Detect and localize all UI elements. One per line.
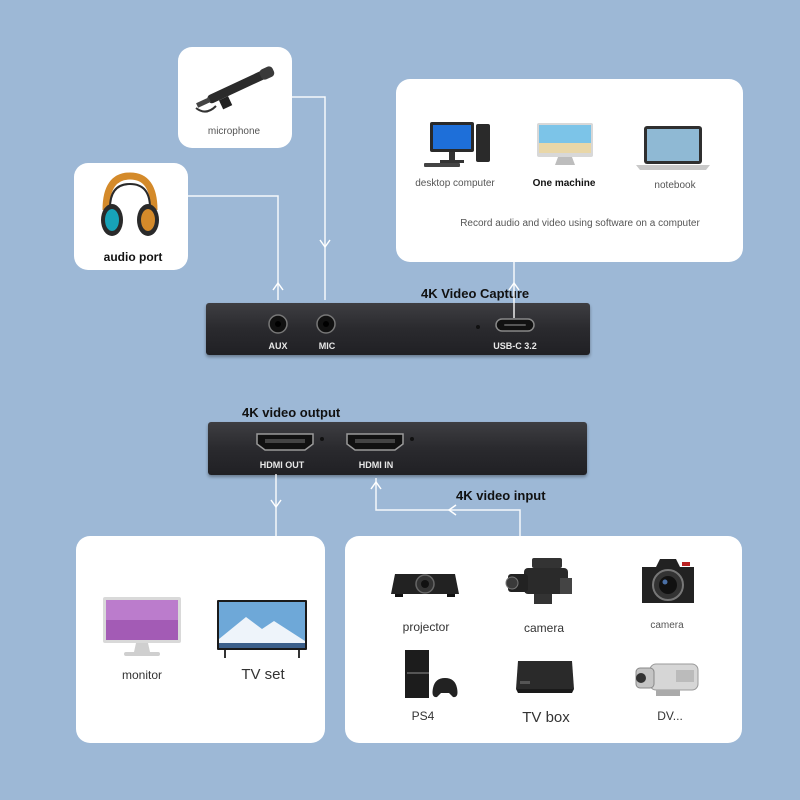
- video-camera-label: camera: [523, 621, 565, 635]
- ps4-label: PS4: [411, 709, 435, 723]
- desktop-computer-icon: [424, 122, 490, 167]
- audio-port-label: audio port: [103, 250, 163, 264]
- tv-box-label: TV box: [522, 709, 570, 726]
- monitor-label: monitor: [121, 668, 163, 682]
- hdmi-out-arrow: [270, 499, 282, 509]
- video-camera-icon: [505, 558, 572, 604]
- headphones-icon: [101, 172, 159, 236]
- mic-arrow: [319, 239, 331, 249]
- microphone-icon: [195, 66, 275, 113]
- mic-port-icon: [316, 314, 336, 334]
- desktop-computer-label: desktop computer: [415, 178, 495, 189]
- computer-card: [396, 79, 743, 262]
- hdmi-in-arrow: [370, 480, 382, 490]
- microphone-card: [178, 47, 292, 148]
- tv-box-icon: [516, 661, 574, 693]
- dslr-camera-icon: [642, 559, 694, 603]
- dv-label: DV...: [657, 709, 683, 723]
- input-arrow: [447, 504, 457, 516]
- dslr-camera-label: camera: [650, 620, 684, 631]
- usb-c-port-label: USB-C 3.2: [493, 341, 537, 351]
- audio-port-card: [74, 163, 188, 270]
- monitor-icon: [103, 597, 181, 656]
- notebook-icon: [636, 126, 710, 170]
- projector-icon: [391, 574, 459, 597]
- hdmi-in-port-icon: [346, 433, 404, 451]
- status-led: [476, 325, 480, 329]
- camcorder-icon: [635, 663, 699, 696]
- one-machine-label: One machine: [532, 178, 596, 189]
- output-title: 4K video output: [242, 405, 341, 420]
- notebook-label: notebook: [654, 180, 696, 191]
- hdmi-out-port-icon: [256, 433, 314, 451]
- hdmi-in-led: [410, 437, 414, 441]
- all-in-one-computer-icon: [537, 123, 593, 165]
- tv-set-label: TV set: [241, 666, 285, 683]
- usb-c-port-icon: [495, 318, 535, 332]
- hdmi-out-port-label: HDMI OUT: [259, 460, 305, 470]
- capture-title: 4K Video Capture: [421, 286, 530, 301]
- aux-port-icon: [268, 314, 288, 334]
- audio-port-to-aux-line: [188, 195, 279, 300]
- hdmi-in-port-label: HDMI IN: [358, 460, 394, 470]
- aux-arrow: [272, 281, 284, 291]
- input-title: 4K video input: [456, 488, 546, 503]
- tv-icon: [217, 600, 307, 658]
- hdmi-out-led: [320, 437, 324, 441]
- microphone-to-mic-line: [292, 96, 326, 300]
- ps4-icon: [405, 650, 458, 698]
- microphone-label: microphone: [207, 126, 261, 137]
- projector-label: projector: [402, 620, 450, 634]
- aux-port-label: AUX: [268, 341, 288, 351]
- mic-port-label: MIC: [318, 341, 336, 351]
- record-caption: Record audio and video using software on…: [460, 218, 700, 229]
- source-to-hdmi-in-line: [375, 478, 521, 536]
